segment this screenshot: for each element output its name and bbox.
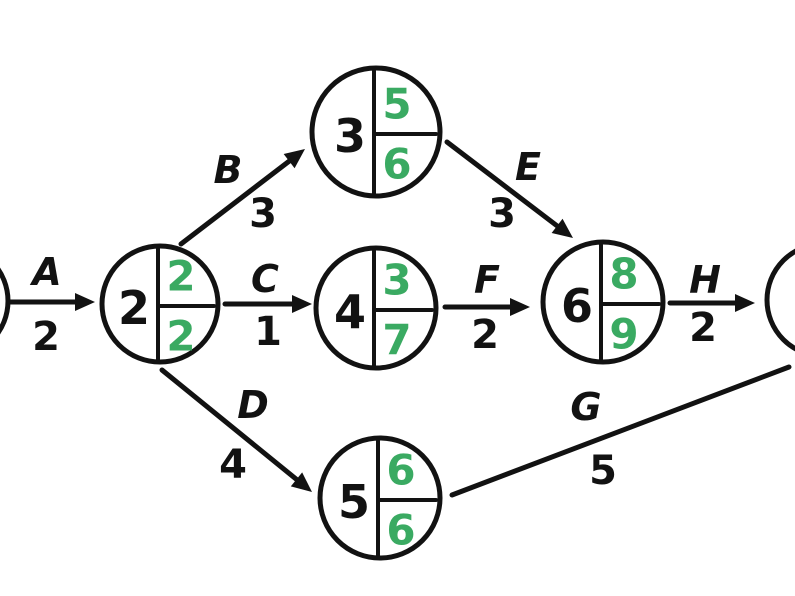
activity-F: F2 bbox=[442, 258, 530, 358]
node-event-3: 35 6 bbox=[309, 65, 443, 199]
event-circle bbox=[764, 248, 795, 352]
activity-duration: 3 bbox=[249, 191, 277, 237]
activity-arrow-line bbox=[178, 152, 300, 247]
activity-duration: 2 bbox=[471, 312, 499, 358]
node-event-2: 222 bbox=[99, 243, 221, 365]
earliest-time: 8 bbox=[609, 250, 638, 299]
event-number: 6 bbox=[561, 279, 593, 333]
activity-H: H2 bbox=[667, 258, 755, 351]
activity-label: E bbox=[515, 145, 541, 189]
activity-D: D4 bbox=[159, 367, 312, 492]
event-number: 3 bbox=[334, 109, 366, 163]
arrowhead-icon bbox=[290, 472, 312, 492]
node-event-4: 43 7 bbox=[313, 245, 439, 371]
event-number: 4 bbox=[334, 285, 366, 339]
activity-duration: 1 bbox=[254, 309, 282, 355]
earliest-time: 5 bbox=[382, 80, 411, 129]
node-event-5: 56 6 bbox=[317, 435, 443, 561]
activity-arrow-line bbox=[159, 367, 307, 489]
activity-label: G bbox=[570, 385, 601, 429]
activity-B: B3 bbox=[178, 148, 305, 247]
arrowhead-icon bbox=[551, 218, 573, 238]
latest-time: 9 bbox=[609, 310, 638, 359]
latest-time: 6 bbox=[382, 140, 411, 189]
event-number: 5 bbox=[338, 475, 370, 529]
activity-label: C bbox=[251, 257, 279, 301]
arrowhead-icon bbox=[283, 149, 305, 169]
activity-duration: 3 bbox=[488, 191, 516, 237]
node-end-partial bbox=[764, 248, 795, 352]
activity-E: E3 bbox=[444, 139, 573, 238]
latest-time: 2 bbox=[166, 312, 195, 361]
activity-duration: 2 bbox=[32, 314, 60, 360]
activity-label: B bbox=[214, 148, 243, 192]
activity-arrow-line bbox=[449, 364, 792, 498]
arrowhead-icon bbox=[75, 293, 95, 311]
activity-label: A bbox=[29, 250, 61, 294]
arrowhead-icon bbox=[292, 295, 312, 313]
arrowhead-icon bbox=[510, 298, 530, 316]
earliest-time: 6 bbox=[386, 446, 415, 495]
activity-duration: 4 bbox=[219, 442, 247, 488]
activity-C: C1 bbox=[222, 257, 312, 355]
activity-label: D bbox=[237, 383, 269, 427]
latest-time: 7 bbox=[382, 316, 411, 365]
latest-time: 6 bbox=[386, 506, 415, 555]
activity-duration: 2 bbox=[689, 305, 717, 351]
activity-label: F bbox=[474, 258, 500, 302]
activity-duration: 5 bbox=[589, 448, 617, 494]
activity-G: G5 bbox=[449, 364, 792, 498]
node-event-6: 68 9 bbox=[540, 239, 666, 365]
arrowhead-icon bbox=[735, 294, 755, 312]
event-number: 2 bbox=[118, 281, 150, 335]
earliest-time: 3 bbox=[382, 256, 411, 305]
event-circle bbox=[0, 267, 11, 335]
activity-arrow-line bbox=[444, 139, 568, 235]
activity-A: A2 bbox=[5, 250, 95, 360]
node-start-partial bbox=[0, 267, 11, 335]
earliest-time: 2 bbox=[166, 252, 195, 301]
activity-label: H bbox=[689, 258, 721, 302]
